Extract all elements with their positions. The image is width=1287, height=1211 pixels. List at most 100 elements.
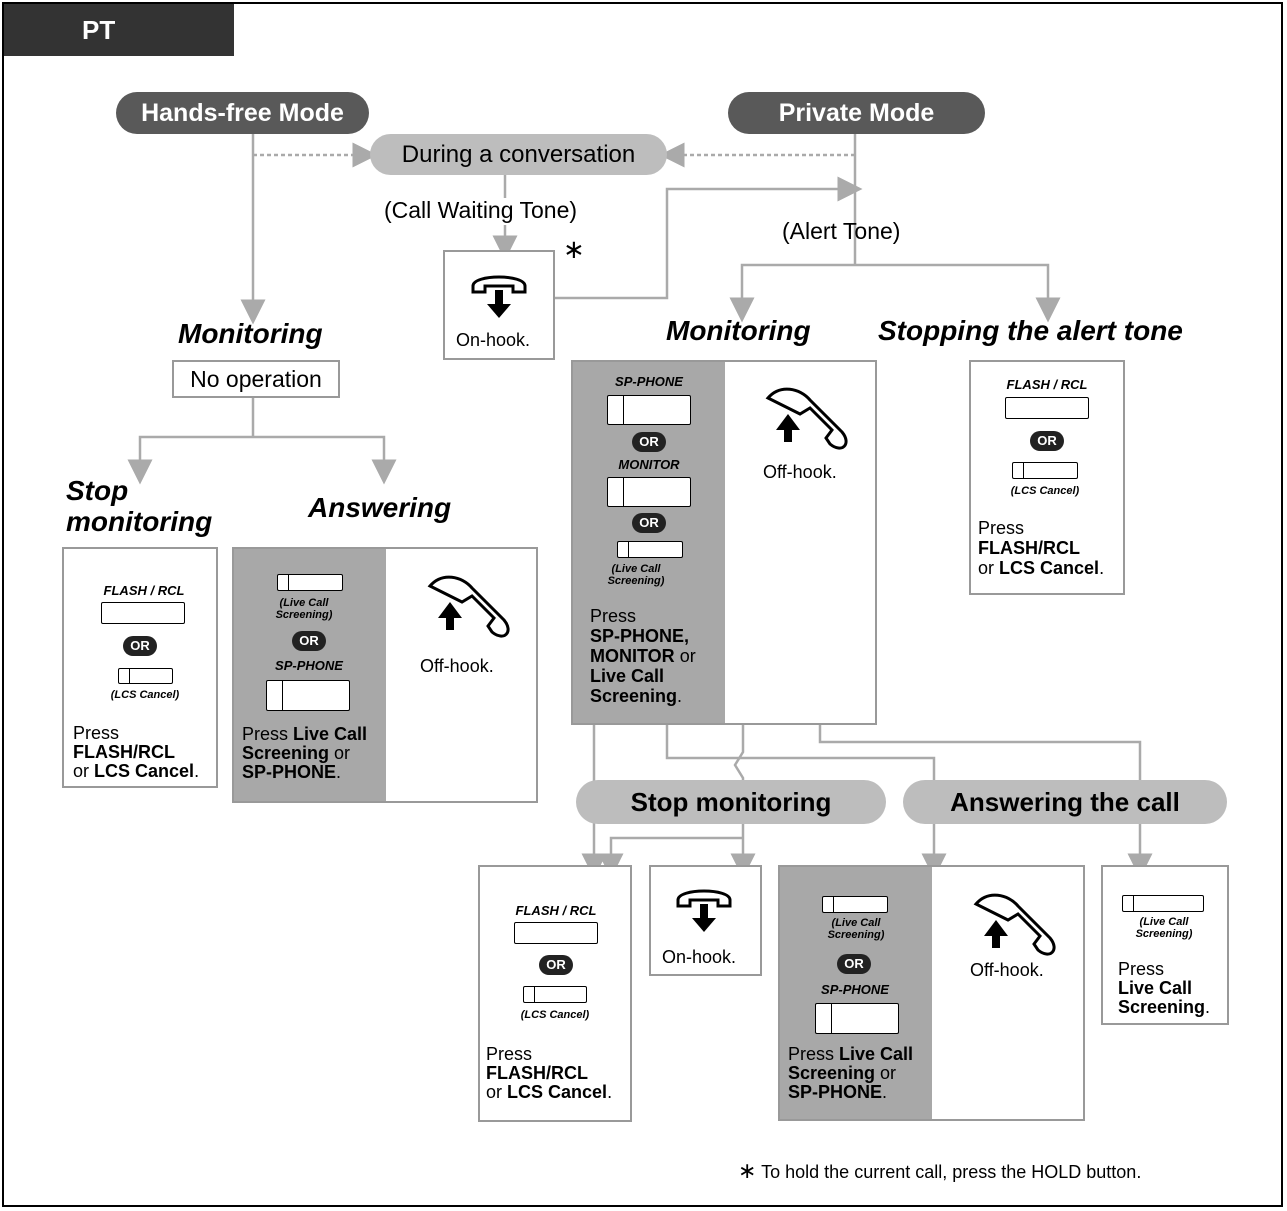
press-lcs-line: or LCS Cancel. xyxy=(486,1083,612,1102)
or-word: or xyxy=(334,743,351,763)
lcs-cancel-button[interactable] xyxy=(118,668,173,684)
sp-phone-button[interactable] xyxy=(815,1003,899,1034)
live-call-button[interactable] xyxy=(617,541,683,558)
footnote: ∗ To hold the current call, press the HO… xyxy=(738,1158,1141,1184)
sp-phone-key-label: SP-PHONE xyxy=(821,982,889,997)
or-word: or xyxy=(978,558,995,578)
screening-text: Screening. xyxy=(1118,998,1210,1017)
sp-phone-key-label: SP-PHONE xyxy=(275,658,343,673)
lcs-cancel-word: LCS Cancel xyxy=(94,761,195,781)
press-lcs-line: or LCS Cancel. xyxy=(978,559,1104,578)
or-badge: OR xyxy=(292,631,326,651)
live-call-label-2: Screening) xyxy=(1135,928,1193,940)
or-badge: OR xyxy=(123,636,157,656)
period: . xyxy=(607,1082,613,1102)
flash-rcl-button[interactable] xyxy=(514,922,598,944)
handset-onhook-icon xyxy=(471,275,527,318)
period: . xyxy=(1099,558,1105,578)
press-text: Press xyxy=(1118,959,1165,979)
lcs-cancel-label: (LCS Cancel) xyxy=(1010,485,1080,497)
period: . xyxy=(336,762,342,782)
answering-grey-panel xyxy=(234,549,386,801)
stop-monitoring-box-left xyxy=(62,547,218,788)
lcs-cancel-button[interactable] xyxy=(523,986,587,1003)
period: . xyxy=(1205,997,1211,1017)
live-call-label-1: (Live Call xyxy=(611,563,661,575)
sp-phone-button[interactable] xyxy=(266,680,350,711)
or-badge: OR xyxy=(632,432,666,452)
sp-phone-button[interactable] xyxy=(607,395,691,425)
or-word: or xyxy=(880,1063,897,1083)
flash-rcl-button[interactable] xyxy=(1005,397,1089,419)
press-flash-text: FLASH/RCL xyxy=(486,1063,588,1083)
live-call-word: Live Call xyxy=(293,724,368,744)
or-word: or xyxy=(679,646,696,666)
during-conversation-pill: During a conversation xyxy=(370,134,667,175)
screening-word: Screening xyxy=(788,1063,876,1083)
monitor-button[interactable] xyxy=(607,477,691,507)
stopping-alert-heading: Stopping the alert tone xyxy=(878,315,1183,346)
sp-phone-text: SP-PHONE. xyxy=(242,763,341,782)
private-mode-pill: Private Mode xyxy=(728,92,985,134)
hands-free-mode-pill: Hands-free Mode xyxy=(116,92,369,134)
lcs-cancel-label: (LCS Cancel) xyxy=(520,1009,590,1021)
press-flash-text: FLASH/RCL xyxy=(73,742,175,762)
stop-monitoring-heading-2: monitoring xyxy=(66,506,213,537)
monitoring-heading-left: Monitoring xyxy=(178,318,323,349)
sp-phone-text: SP-PHONE. xyxy=(788,1083,887,1102)
live-call-label-2: Screening) xyxy=(827,929,885,941)
sp-phone-word: SP-PHONE xyxy=(788,1082,883,1102)
monitor-key-label: MONITOR xyxy=(618,457,680,472)
press-text: Press xyxy=(73,723,120,743)
period: . xyxy=(677,686,683,706)
press-text: Press xyxy=(978,518,1025,538)
handset-onhook-icon xyxy=(676,889,732,932)
live-call-button[interactable] xyxy=(277,574,343,591)
period: . xyxy=(882,1082,888,1102)
screening-word: Screening xyxy=(242,743,330,763)
live-call-label-2: Screening) xyxy=(607,575,665,587)
handset-offhook-icon xyxy=(765,387,848,450)
offhook-label: Off-hook. xyxy=(420,656,494,676)
live-call-button[interactable] xyxy=(1122,895,1204,912)
or-badge: OR xyxy=(632,513,666,533)
press-flash-text: FLASH/RCL xyxy=(978,538,1080,558)
press-live-call-text: Press Live Call xyxy=(788,1045,913,1064)
or-badge: OR xyxy=(837,954,871,974)
monitor-word: MONITOR xyxy=(590,646,675,666)
or-word: or xyxy=(486,1082,503,1102)
asterisk-mark: ∗ xyxy=(563,234,585,264)
period: . xyxy=(194,761,200,781)
press-text: Press xyxy=(486,1044,533,1064)
sp-phone-key-label: SP-PHONE xyxy=(615,374,683,389)
or-word: or xyxy=(73,761,90,781)
screening-word: Screening xyxy=(590,686,678,706)
live-call-word: Live Call xyxy=(839,1044,914,1064)
monitoring-heading-right: Monitoring xyxy=(666,315,811,346)
live-call-button[interactable] xyxy=(822,896,888,913)
screening-word: Screening xyxy=(1118,997,1206,1017)
answering-call-pill: Answering the call xyxy=(903,780,1227,824)
screening-text: Screening. xyxy=(590,687,682,706)
screening-or-text: Screening or xyxy=(242,744,350,763)
lcs-cancel-word: LCS Cancel xyxy=(999,558,1100,578)
flash-key-label: FLASH / RCL xyxy=(103,583,185,598)
footnote-text: To hold the current call, press the HOLD… xyxy=(761,1162,1142,1182)
flash-key-label: FLASH / RCL xyxy=(1006,377,1088,392)
offhook-label: Off-hook. xyxy=(970,960,1044,980)
press-text: Press xyxy=(590,606,637,626)
offhook-label: Off-hook. xyxy=(763,462,837,482)
phone-type-tab: PT xyxy=(4,4,234,56)
lcs-cancel-label: (LCS Cancel) xyxy=(110,689,180,701)
live-call-text: Live Call xyxy=(1118,978,1193,998)
lcs-cancel-button[interactable] xyxy=(1012,462,1078,479)
answering-heading: Answering xyxy=(308,492,452,523)
flash-rcl-button[interactable] xyxy=(101,602,185,624)
live-call-label-1: (Live Call xyxy=(831,917,881,929)
live-call-label-1: (Live Call xyxy=(279,597,329,609)
onhook-label: On-hook. xyxy=(456,330,531,350)
call-waiting-tone-label: (Call Waiting Tone) xyxy=(384,197,578,223)
screening-or-text: Screening or xyxy=(788,1064,896,1083)
sp-phone-word: SP-PHONE xyxy=(242,762,337,782)
